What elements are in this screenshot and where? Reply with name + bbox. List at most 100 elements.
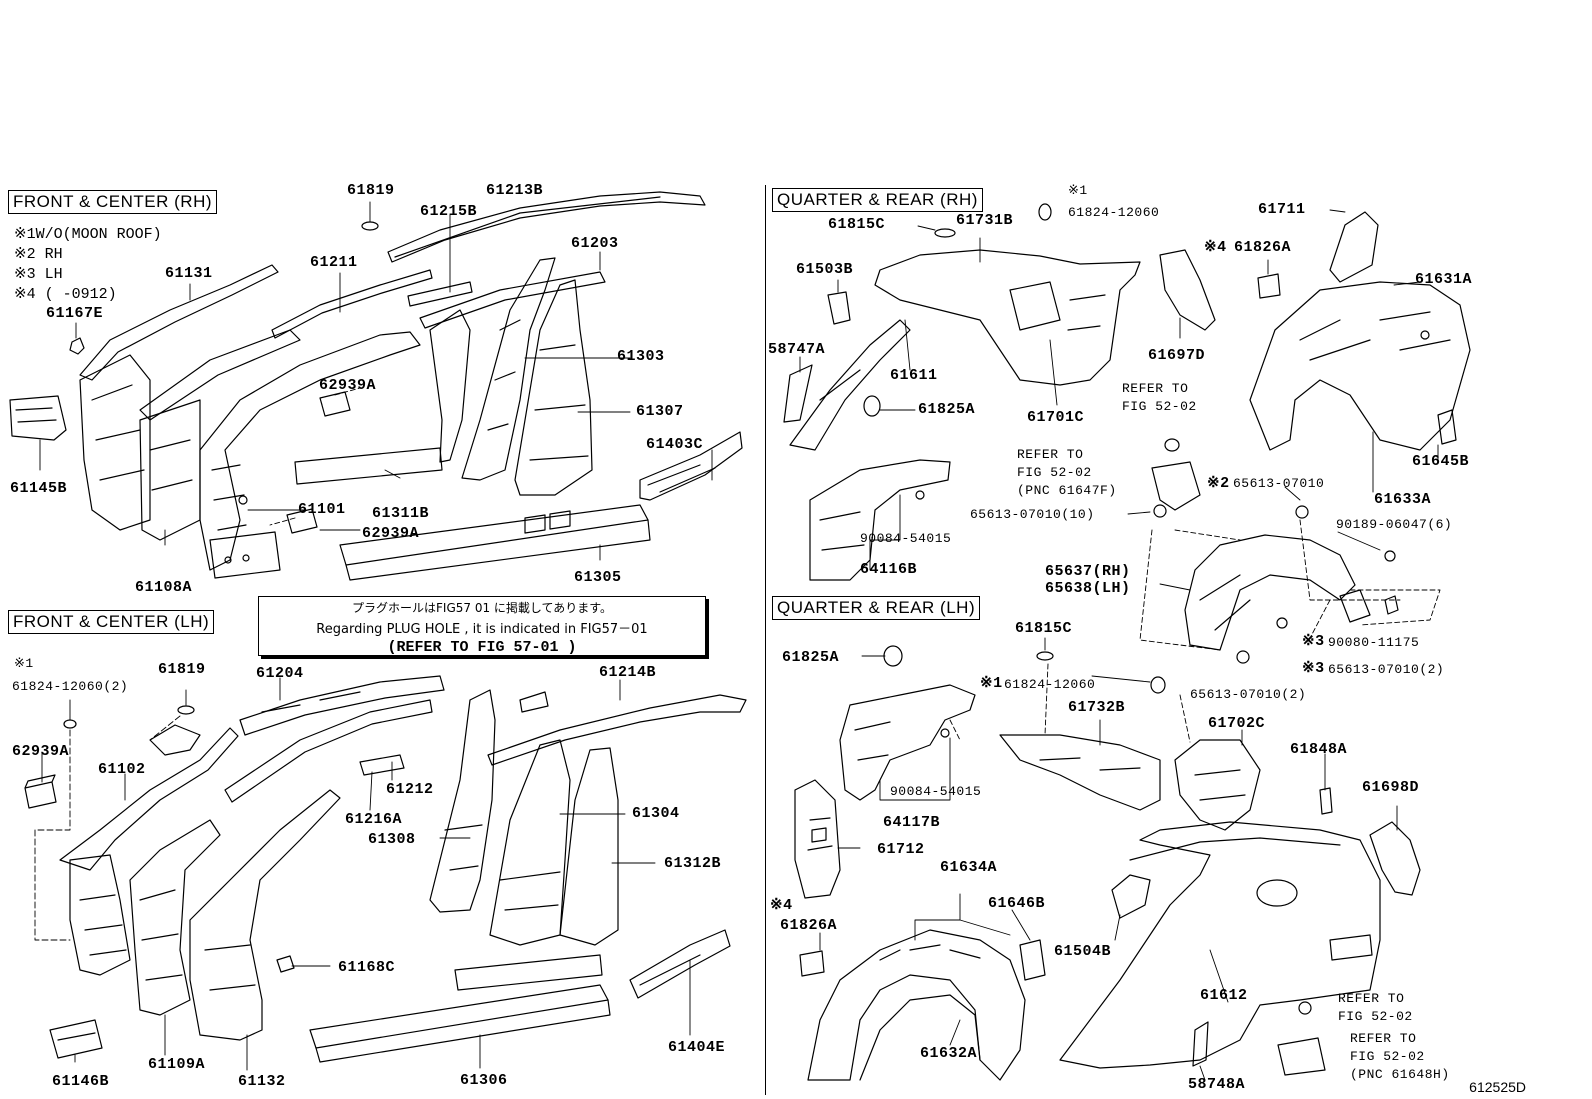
part-label: ※3 xyxy=(1302,633,1325,650)
part-label: 90189-06047(6) xyxy=(1336,517,1453,532)
front-lh-leaders xyxy=(34,677,691,1071)
figure-code: 612525D xyxy=(1469,1079,1526,1095)
section-divider xyxy=(765,185,766,1095)
part-label: 61824-12060 xyxy=(1068,205,1160,220)
part-label: 61825A xyxy=(918,401,976,418)
part-label: 61633A xyxy=(1374,491,1432,508)
part-label: 61203 xyxy=(571,235,619,252)
part-label: FIG 52-02 xyxy=(1122,399,1197,414)
part-label: 61646B xyxy=(988,895,1046,912)
part-label: 58747A xyxy=(768,341,826,358)
part-label: 61732B xyxy=(1068,699,1126,716)
part-label: 61167E xyxy=(46,305,104,322)
part-label: 61645B xyxy=(1412,453,1470,470)
part-label: 61634A xyxy=(940,859,998,876)
part-label: 61815C xyxy=(828,216,886,233)
part-label: (PNC 61648H) xyxy=(1350,1067,1450,1082)
part-label: REFER TO xyxy=(1338,991,1405,1006)
front-rh-parts xyxy=(9,191,743,581)
part-label: 61731B xyxy=(956,212,1014,229)
part-label: 61819 xyxy=(347,182,395,199)
section-title-quarter-lh: QUARTER & REAR (LH) xyxy=(772,596,981,621)
part-label: 61701C xyxy=(1027,409,1085,426)
part-label: 61308 xyxy=(368,831,416,848)
part-label: 62939A xyxy=(319,377,377,394)
part-label: FIG 52-02 xyxy=(1017,465,1092,480)
part-label: 61204 xyxy=(256,665,304,682)
part-label: 61824-12060(2) xyxy=(12,679,129,694)
part-label: 61212 xyxy=(386,781,434,798)
part-label: 65613-07010(2) xyxy=(1190,687,1307,702)
plug-note-japanese: プラグホールはFIG57 01 に掲載してあります。 xyxy=(352,601,612,615)
part-label: FIG 52-02 xyxy=(1350,1049,1425,1064)
part-label: 61825A xyxy=(782,649,840,666)
plug-note-english: Regarding PLUG HOLE , it is indicated in… xyxy=(316,622,648,637)
part-label: 62939A xyxy=(362,525,420,542)
part-label: ※4 xyxy=(1204,239,1227,256)
part-label: 61168C xyxy=(338,959,396,976)
part-label: 61145B xyxy=(10,480,68,497)
section-title-front-lh: FRONT & CENTER (LH) xyxy=(8,610,215,635)
front-lh-parts xyxy=(24,675,747,1063)
quarter-rh-leaders xyxy=(799,209,1441,651)
part-label: 61305 xyxy=(574,569,622,586)
plug-note-refer: (REFER TO FIG 57-01 ) xyxy=(387,639,577,656)
part-label: 61146B xyxy=(52,1073,110,1090)
part-label: 61304 xyxy=(632,805,680,822)
part-label: ※3 xyxy=(1302,660,1325,677)
part-label: 61102 xyxy=(98,761,146,778)
part-label: 65613-07010 xyxy=(1233,476,1325,491)
part-label: 61702C xyxy=(1208,715,1266,732)
legend-note-1: ※1W/O(MOON ROOF) xyxy=(14,226,162,243)
part-label: ※1 xyxy=(14,656,34,671)
part-label: 61711 xyxy=(1258,201,1306,218)
part-label: 62939A xyxy=(12,743,70,760)
part-label: REFER TO xyxy=(1350,1031,1417,1046)
part-label: 65613-07010(10) xyxy=(970,507,1095,522)
part-label: 61312B xyxy=(664,855,722,872)
part-label: 61131 xyxy=(165,265,213,282)
quarter-rh-parts xyxy=(783,203,1471,664)
part-label: 61611 xyxy=(890,367,938,384)
part-label: 61698D xyxy=(1362,779,1420,796)
part-label: 65637(RH) xyxy=(1045,563,1131,580)
part-label: 61211 xyxy=(310,254,358,271)
part-label: 90080-11175 xyxy=(1328,635,1420,650)
part-label: 61306 xyxy=(460,1072,508,1089)
part-label: 61403C xyxy=(646,436,704,453)
part-label: 61631A xyxy=(1415,271,1473,288)
part-label: REFER TO xyxy=(1122,381,1189,396)
part-label: 61108A xyxy=(135,579,193,596)
part-label: 61109A xyxy=(148,1056,206,1073)
legend-note-3: ※3 LH xyxy=(14,266,63,283)
part-label: 58748A xyxy=(1188,1076,1246,1093)
part-label: 64117B xyxy=(883,814,941,831)
part-label: 61504B xyxy=(1054,943,1112,960)
part-label: 61311B xyxy=(372,505,430,522)
part-label: 61819 xyxy=(158,661,206,678)
section-title-quarter-rh: QUARTER & REAR (RH) xyxy=(772,188,983,213)
part-label: REFER TO xyxy=(1017,447,1084,462)
part-label: 65638(LH) xyxy=(1045,580,1131,597)
part-label: ※4 xyxy=(770,897,793,914)
part-label: 61215B xyxy=(420,203,478,220)
part-label: 61503B xyxy=(796,261,854,278)
part-label: 61848A xyxy=(1290,741,1348,758)
part-label: 61216A xyxy=(345,811,403,828)
part-label: 61404E xyxy=(668,1039,726,1056)
part-label: (PNC 61647F) xyxy=(1017,483,1117,498)
plug-hole-note: プラグホールはFIG57 01 に掲載してあります。 Regarding PLU… xyxy=(258,596,706,656)
part-label: ※1 xyxy=(1068,183,1088,198)
part-label: 61632A xyxy=(920,1045,978,1062)
part-label: 61612 xyxy=(1200,987,1248,1004)
front-rh-leaders xyxy=(39,201,713,561)
quarter-lh-leaders xyxy=(819,637,1398,1081)
legend-note-4: ※4 ( -0912) xyxy=(14,286,117,303)
part-label: 61307 xyxy=(636,403,684,420)
part-label: 61826A xyxy=(780,917,838,934)
part-label: FIG 52-02 xyxy=(1338,1009,1413,1024)
section-title-front-rh: FRONT & CENTER (RH) xyxy=(8,190,218,215)
part-label: 65613-07010(2) xyxy=(1328,662,1445,677)
part-label: 61824-12060 xyxy=(1004,677,1096,692)
